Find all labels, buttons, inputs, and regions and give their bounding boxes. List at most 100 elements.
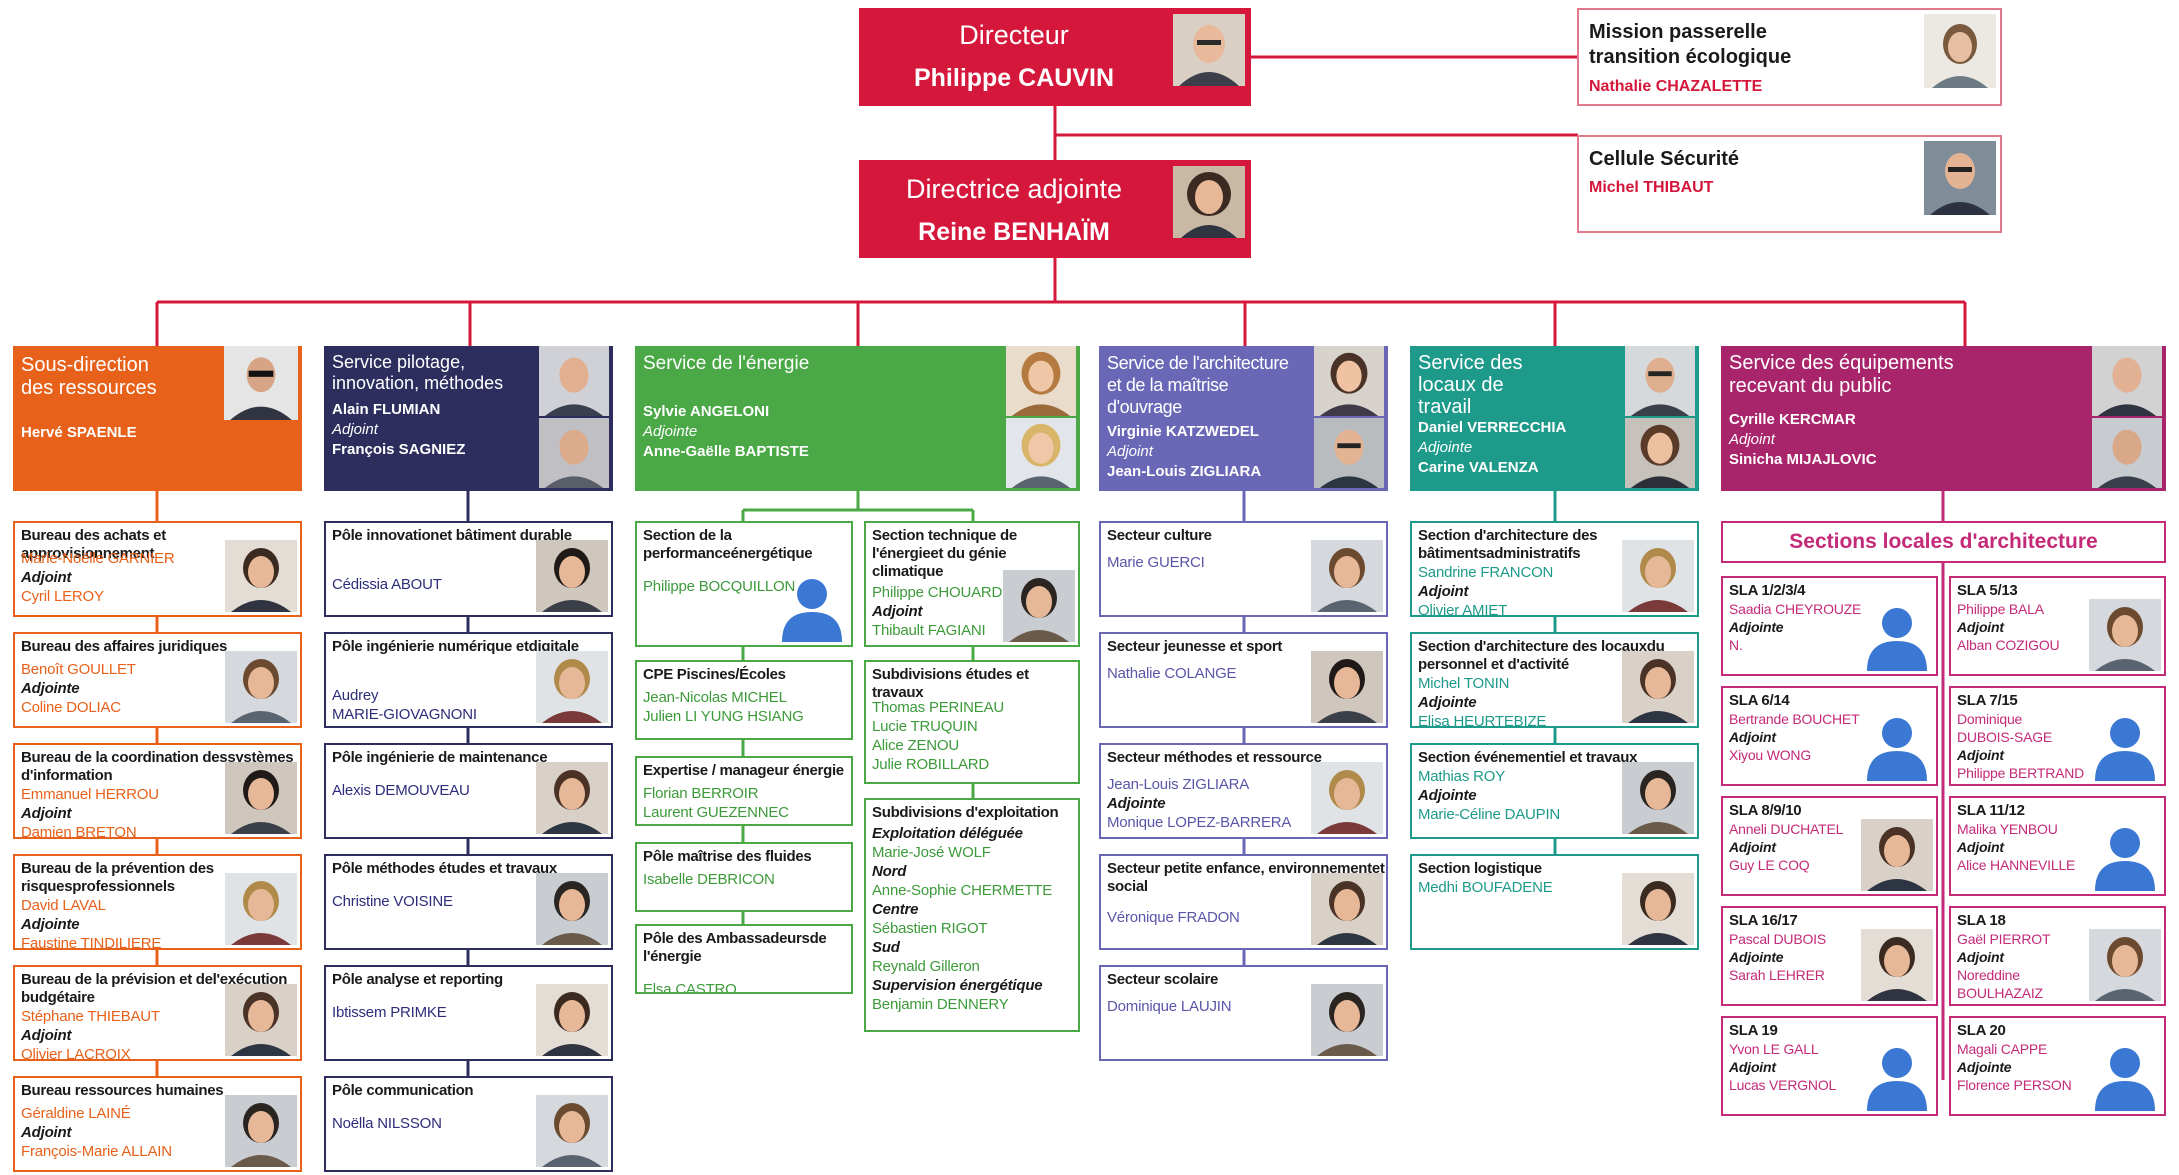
unit-title: Expertise / manageur énergie bbox=[643, 762, 844, 780]
unit-head-name: Julien LI YUNG HSIANG bbox=[643, 708, 804, 725]
ressources-unit-card: Bureau de la coordination dessystèmes d'… bbox=[13, 743, 302, 839]
architecture-adjoint-label: Adjoint bbox=[1107, 443, 1153, 460]
unit-head-name: Christine VOISINE bbox=[332, 893, 453, 910]
subdivision-label: Sud bbox=[872, 939, 900, 956]
unit-adjoint-name: Faustine TINDILIERE bbox=[21, 935, 162, 950]
unit-title-line: digitale bbox=[528, 638, 579, 655]
unit-members: Noëlla NILSSON bbox=[332, 1114, 442, 1133]
unit-title-line: Section d'architecture des bâtiments bbox=[1418, 527, 1598, 562]
unit-title-line: Secteur scolaire bbox=[1107, 971, 1219, 988]
unit-head-name: Medhi BOUFADENE bbox=[1418, 879, 1553, 896]
unit-title-line: Pôle ingénierie de maintenance bbox=[332, 749, 548, 766]
sla-section-title: Sections locales d'architecture bbox=[1789, 530, 2098, 553]
unit-adjoint-name: Coline DOLIAC bbox=[21, 699, 121, 716]
locaux-unit-card: Section d'architecture des bâtimentsadmi… bbox=[1410, 521, 1699, 617]
person-photo bbox=[1311, 984, 1383, 1056]
deputy-director-box: Directrice adjointe Reine BENHAÏM bbox=[859, 160, 1251, 258]
unit-title: Bureau de la coordination dessystèmes d'… bbox=[21, 749, 300, 785]
architecture-head: Virginie KATZWEDEL bbox=[1107, 423, 1259, 440]
unit-head-name: Nathalie COLANGE bbox=[1107, 665, 1237, 682]
architecture-title-2: et de la maîtrise bbox=[1107, 375, 1229, 395]
energie-adjoint-photo bbox=[1006, 418, 1076, 488]
sla-title: SLA 7/15 bbox=[1957, 692, 2018, 709]
person-placeholder-icon bbox=[1867, 718, 1927, 781]
locaux-title-2: locaux de bbox=[1418, 374, 1504, 396]
unit-title: Pôle maîtrise des fluides bbox=[643, 848, 812, 866]
erp-adjoint-label: Adjoint bbox=[1729, 431, 1775, 448]
unit-title: Pôle innovationet bâtiment durable bbox=[332, 527, 572, 545]
sla-head-name: Anneli DUCHATEL bbox=[1729, 821, 1844, 837]
ressources-unit-card: Bureau de la prévention des risquesprofe… bbox=[13, 854, 302, 950]
unit-head-name: David LAVAL bbox=[21, 897, 106, 914]
ressources-head-photo bbox=[224, 346, 298, 420]
unit-title-line: énergétique bbox=[730, 545, 813, 562]
unit-head-name: Laurent GUEZENNEC bbox=[643, 804, 789, 821]
person-photo bbox=[225, 651, 297, 723]
sla-head-name: Bertrande BOUCHET bbox=[1729, 711, 1860, 727]
adjoint-label: Adjointe bbox=[1729, 949, 1784, 965]
sla-head-name: Saadia CHEYROUZE bbox=[1729, 601, 1862, 617]
ressources-head: Hervé SPAENLE bbox=[21, 424, 137, 441]
unit-title: Bureau de la prévision et del'exécution … bbox=[21, 971, 300, 1007]
unit-head-name: Florian BERROIR bbox=[643, 785, 759, 802]
sla-head-name: Dominique bbox=[1957, 711, 2023, 727]
sla-adjoint-name: Philippe BERTRAND bbox=[1957, 765, 2085, 781]
deputy-title: Directrice adjointe bbox=[905, 174, 1123, 204]
mission-name: Nathalie CHAZALETTE bbox=[1589, 78, 1763, 95]
ressources-title-1: Sous-direction bbox=[21, 354, 149, 376]
mission-photo bbox=[1924, 14, 1996, 88]
adjoint-label: Adjoint bbox=[1957, 839, 2004, 855]
architecture-title-1: Service de l'architecture bbox=[1107, 353, 1289, 373]
unit-title: Section événementiel et travaux bbox=[1418, 749, 1637, 767]
erp-adjoint-photo bbox=[2092, 418, 2162, 488]
sla-adjoint-name: Sarah LEHRER bbox=[1729, 967, 1825, 983]
unit-title: Section d'architecture des locauxdu pers… bbox=[1418, 638, 1697, 674]
unit-title: Section technique de l'énergieet du géni… bbox=[872, 527, 1078, 581]
sla-adjoint-name: Alice HANNEVILLE bbox=[1957, 857, 2076, 873]
service-energie-header: Service de l'énergie Sylvie ANGELONI Adj… bbox=[635, 346, 1080, 491]
unit-title-line: Bureau des affaires juridiques bbox=[21, 638, 228, 655]
person-placeholder-icon bbox=[1867, 1048, 1927, 1111]
energie-tech-card: Section technique de l'énergieet du géni… bbox=[864, 521, 1080, 647]
unit-title-line: Bureau des achats et approvisionnement bbox=[21, 527, 166, 562]
unit-head-name: Marie GUERCI bbox=[1107, 554, 1205, 571]
adjoint-label: Adjointe bbox=[1957, 1059, 2012, 1075]
unit-title: Secteur scolaire bbox=[1107, 971, 1218, 989]
sla-title: SLA 6/14 bbox=[1729, 692, 1790, 709]
securite-title: Cellule Sécurité bbox=[1589, 148, 1740, 170]
locaux-adjoint-photo bbox=[1625, 418, 1695, 488]
unit-title: Secteur culture bbox=[1107, 527, 1212, 545]
sla-head-name: Yvon LE GALL bbox=[1729, 1041, 1819, 1057]
director-photo bbox=[1173, 14, 1245, 86]
locaux-adjoint: Carine VALENZA bbox=[1418, 459, 1539, 476]
mission-title-line1: Mission passerelle bbox=[1589, 21, 1767, 43]
unit-title-line: professionnels bbox=[72, 878, 175, 895]
energie-title: Service de l'énergie bbox=[643, 353, 810, 374]
unit-title-line: Pôle ingénierie numérique et bbox=[332, 638, 529, 655]
unit-title-line: Secteur petite enfance, environnement bbox=[1107, 860, 1372, 877]
unit-adjoint-name: Cyril LEROY bbox=[21, 588, 104, 605]
unit-head-name: Sandrine FRANCON bbox=[1418, 564, 1554, 581]
unit-head-name: Elsa CASTRO bbox=[643, 981, 737, 994]
locaux-head: Daniel VERRECCHIA bbox=[1418, 419, 1567, 436]
person-photo bbox=[536, 984, 608, 1056]
unit-title-line: Bureau de la prévention des risques bbox=[21, 860, 214, 895]
architecture-adjoint: Jean-Louis ZIGLIARA bbox=[1107, 463, 1262, 480]
deputy-photo bbox=[1173, 166, 1245, 238]
